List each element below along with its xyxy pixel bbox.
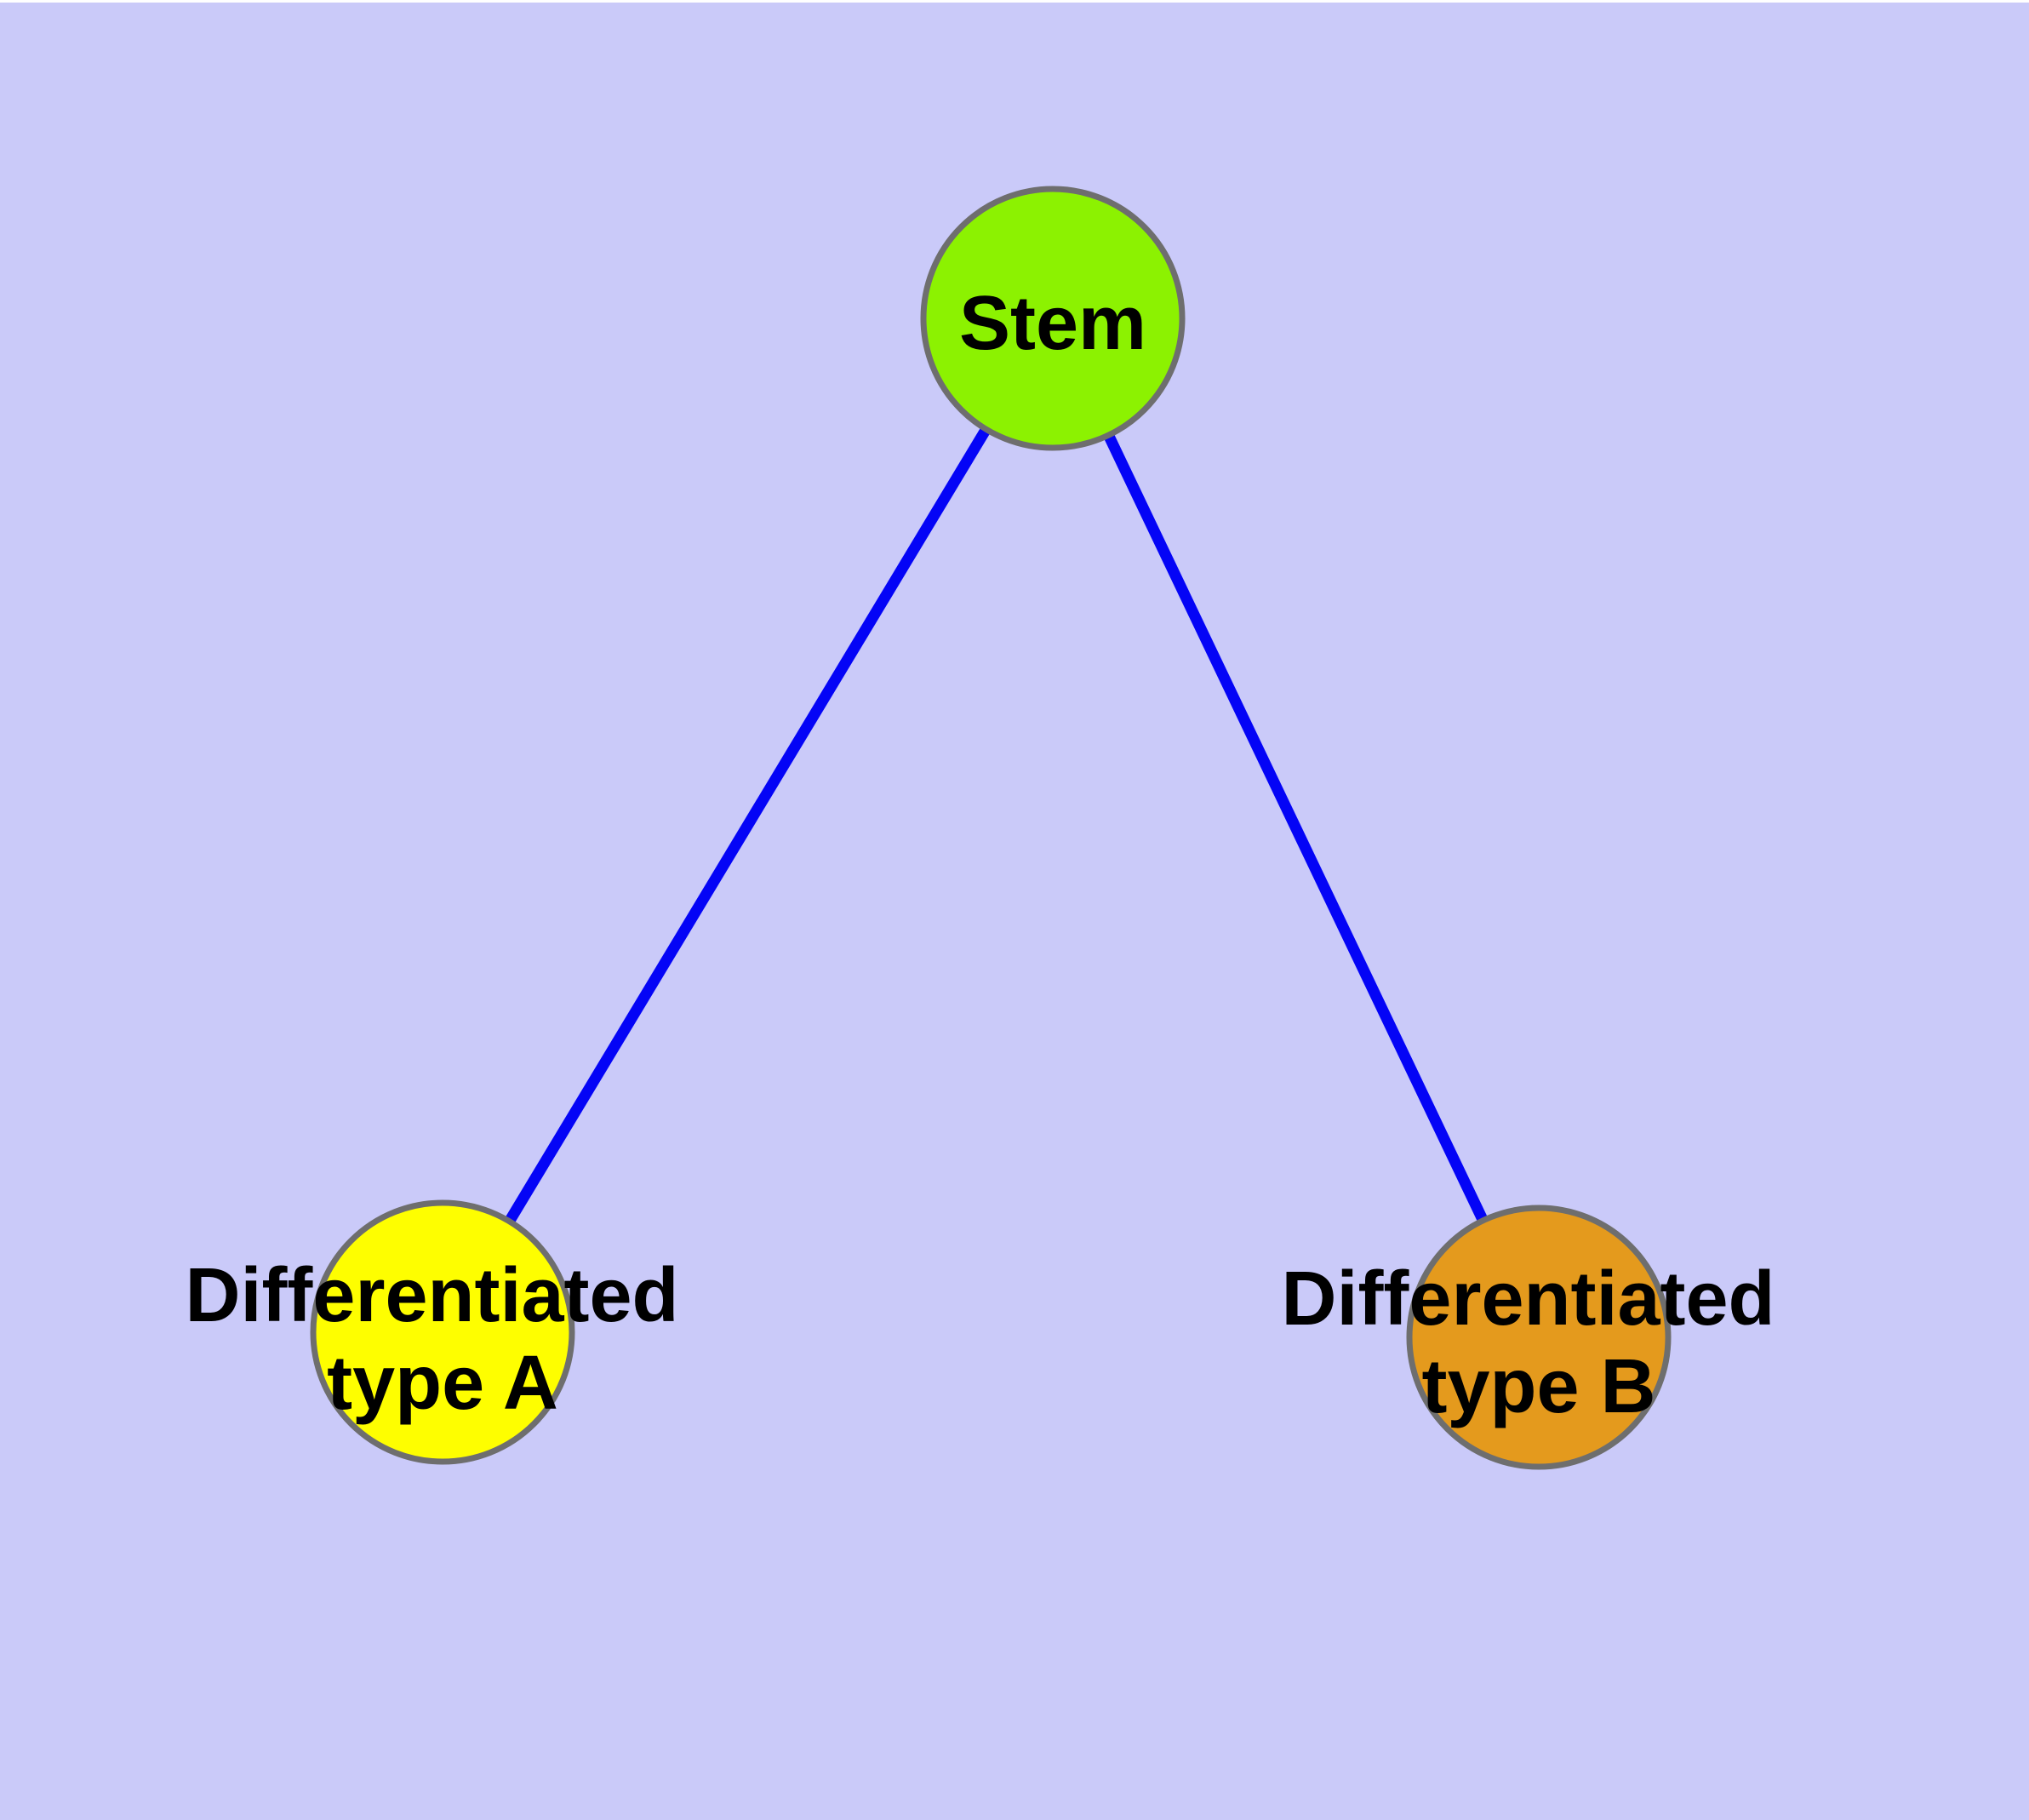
- node-label-stem: Stem: [959, 281, 1146, 366]
- edge-stem-to-type-a: [437, 315, 1058, 1336]
- node-label-line: Differentiated: [1281, 1256, 1775, 1342]
- edge-stem-to-type-b: [1048, 316, 1544, 1340]
- node-differentiated-type-b: [1406, 1205, 1672, 1470]
- node-stem: [920, 186, 1186, 451]
- node-differentiated-type-a: [310, 1199, 575, 1465]
- node-label-line: Differentiated: [185, 1253, 678, 1338]
- node-label-line: type A: [327, 1341, 558, 1426]
- node-label-differentiated-type-a: Differentiated type A: [185, 1253, 700, 1426]
- node-label-differentiated-type-b: Differentiated type B: [1281, 1256, 1796, 1429]
- node-label-line: type B: [1421, 1344, 1655, 1429]
